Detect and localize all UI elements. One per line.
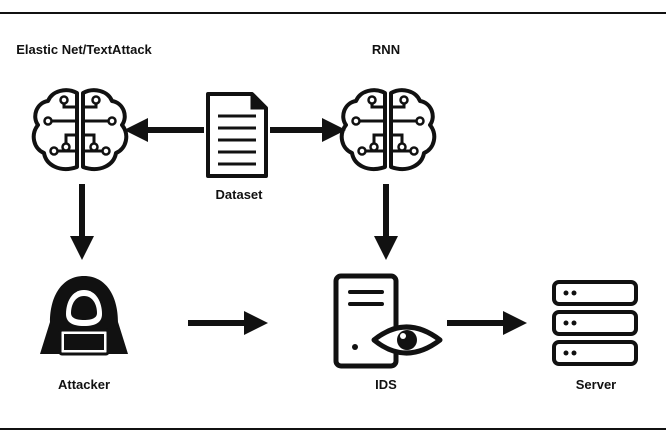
server-rack-icon — [552, 280, 638, 366]
right-model-brain-icon — [339, 88, 437, 172]
server-label: Server — [575, 377, 617, 392]
arrow-right-model-to-ids — [374, 184, 398, 260]
arrow-dataset-to-left-model — [124, 118, 204, 142]
arrow-ids-to-server — [447, 311, 527, 335]
left-model-label: Elastic Net/TextAttack — [16, 42, 152, 57]
arrow-left-model-to-attacker — [70, 184, 94, 260]
dataset-document-icon — [206, 92, 268, 178]
ids-server-eye-icon — [333, 273, 443, 369]
dataset-label: Dataset — [215, 187, 263, 202]
attacker-hacker-icon — [40, 276, 128, 356]
left-model-brain-icon — [31, 88, 129, 172]
right-model-label: RNN — [371, 42, 401, 57]
ids-label: IDS — [375, 377, 397, 392]
diagram-frame — [0, 12, 666, 430]
arrow-dataset-to-right-model — [270, 118, 346, 142]
arrow-attacker-to-ids — [188, 311, 268, 335]
attacker-label: Attacker — [57, 377, 111, 392]
